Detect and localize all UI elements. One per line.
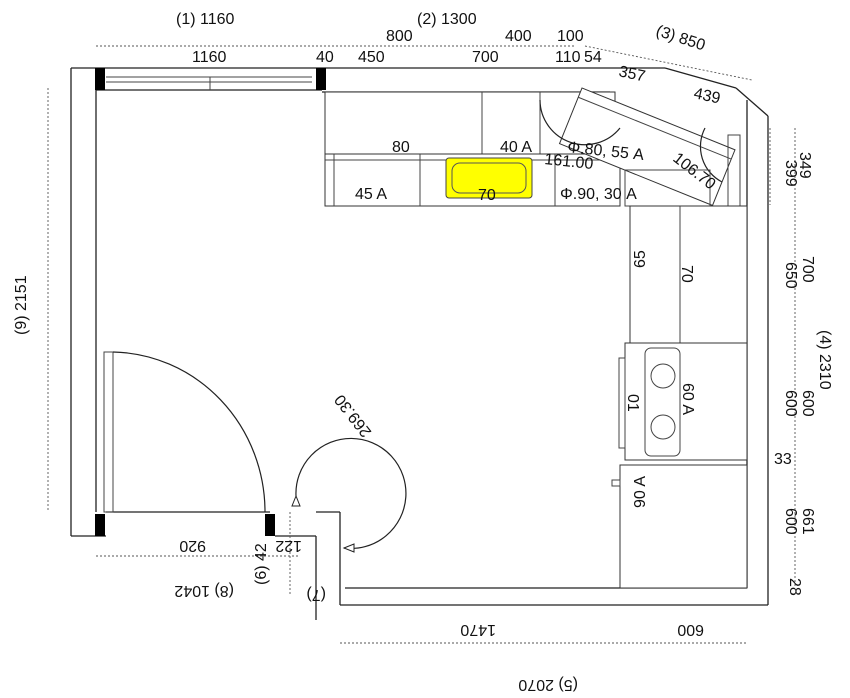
dim-110: 110 [555,49,581,66]
dim-1470: 1470 [460,621,496,638]
dim-349: 349 [796,152,813,179]
wall-3-label: (3) 850 [654,23,708,55]
wall-4-label: (4) 2310 [816,330,833,390]
dim-650: 650 [782,262,799,289]
wall-7-label: (7) [306,586,326,603]
dim-600-bottom: 600 [677,621,704,638]
wall-labels: (1) 1160 (2) 1300 (3) 850 (4) 2310 (5) 2… [13,11,833,693]
dim-100: 100 [557,28,584,45]
corner-door-arc-2 [699,127,723,183]
corner-cabinet-top-edge [578,96,732,160]
dim-700: 700 [472,49,499,66]
label-70: 70 [478,187,496,204]
door-swing-angle: 269.30 [332,391,376,440]
dim-33: 33 [774,451,792,468]
hob-circle-1 [650,363,676,389]
angle-labels: 269.30 [332,391,376,440]
dim-40: 40 [316,49,334,66]
wall-9-label: (9) 2151 [13,275,30,335]
door-swing-arrow-1 [291,494,301,507]
door-leaf [103,351,114,513]
door-swing-angle-arc [295,437,407,550]
label-60a: 60 A [679,383,696,415]
dim-920: 920 [179,537,206,554]
corner-door-arc-1 [539,99,621,146]
dimension-labels: 1160 40 450 700 110 54 800 400 100 357 4… [179,28,816,638]
dim-54: 54 [584,49,602,66]
sink-basin [451,162,527,194]
dim-800: 800 [386,28,413,45]
post-top-mid [316,68,326,90]
right-cabinet-fridge [619,464,748,589]
dim-600-c: 600 [782,508,799,535]
dim-600-b: 600 [799,390,816,417]
label-65: 65 [632,250,649,268]
dim-1160: 1160 [192,49,227,66]
label-01: 01 [624,394,641,412]
wall-1-label: (1) 1160 [176,11,235,28]
dim-357: 357 [617,63,647,85]
oven-door [644,347,681,457]
dim-400: 400 [505,28,532,45]
dim-450: 450 [358,49,385,66]
wall-2-label: (2) 1300 [417,11,477,28]
sink [445,157,533,199]
right-cabinet-upper [629,205,748,344]
wall-diagonal-outer [664,67,737,89]
corner-side-panel [727,134,741,208]
corner-cabinet-body [558,87,736,207]
door-swing-arrow-2 [342,543,355,553]
label-side-70: 70 [678,265,695,283]
dim-line-diagonal [584,45,753,81]
post-bottom-left [95,514,105,536]
oven-handle [618,357,626,449]
dim-661: 661 [799,508,816,535]
hob-circle-2 [650,414,676,440]
dim-700-right: 700 [799,256,816,283]
corner-cabinet [558,87,736,207]
dim-399: 399 [782,160,799,187]
wall-diagonal-right [735,87,769,117]
wall-8-label: (8) 1042 [174,582,234,599]
label-phi90: Φ.90, 30 A [560,186,637,203]
cabinets [324,87,748,589]
fridge-handle [611,479,621,487]
dimension-lines [47,45,796,644]
label-80: 80 [392,139,410,156]
post-top-left [95,68,105,90]
dim-28: 28 [786,578,803,596]
label-161: 161.00 [544,151,595,173]
doors [103,351,407,553]
wall-5-label: (5) 2070 [518,676,578,693]
wall-6-label: (6) 42 [253,543,270,585]
label-45a: 45 A [355,186,387,203]
dim-600-a: 600 [782,390,799,417]
label-40a: 40 A [500,139,532,156]
dim-439: 439 [692,85,722,107]
dim-122: 122 [275,537,302,554]
post-bottom-mid [265,514,275,536]
label-90a: 90 A [632,476,649,508]
door-swing-arc [112,351,266,513]
